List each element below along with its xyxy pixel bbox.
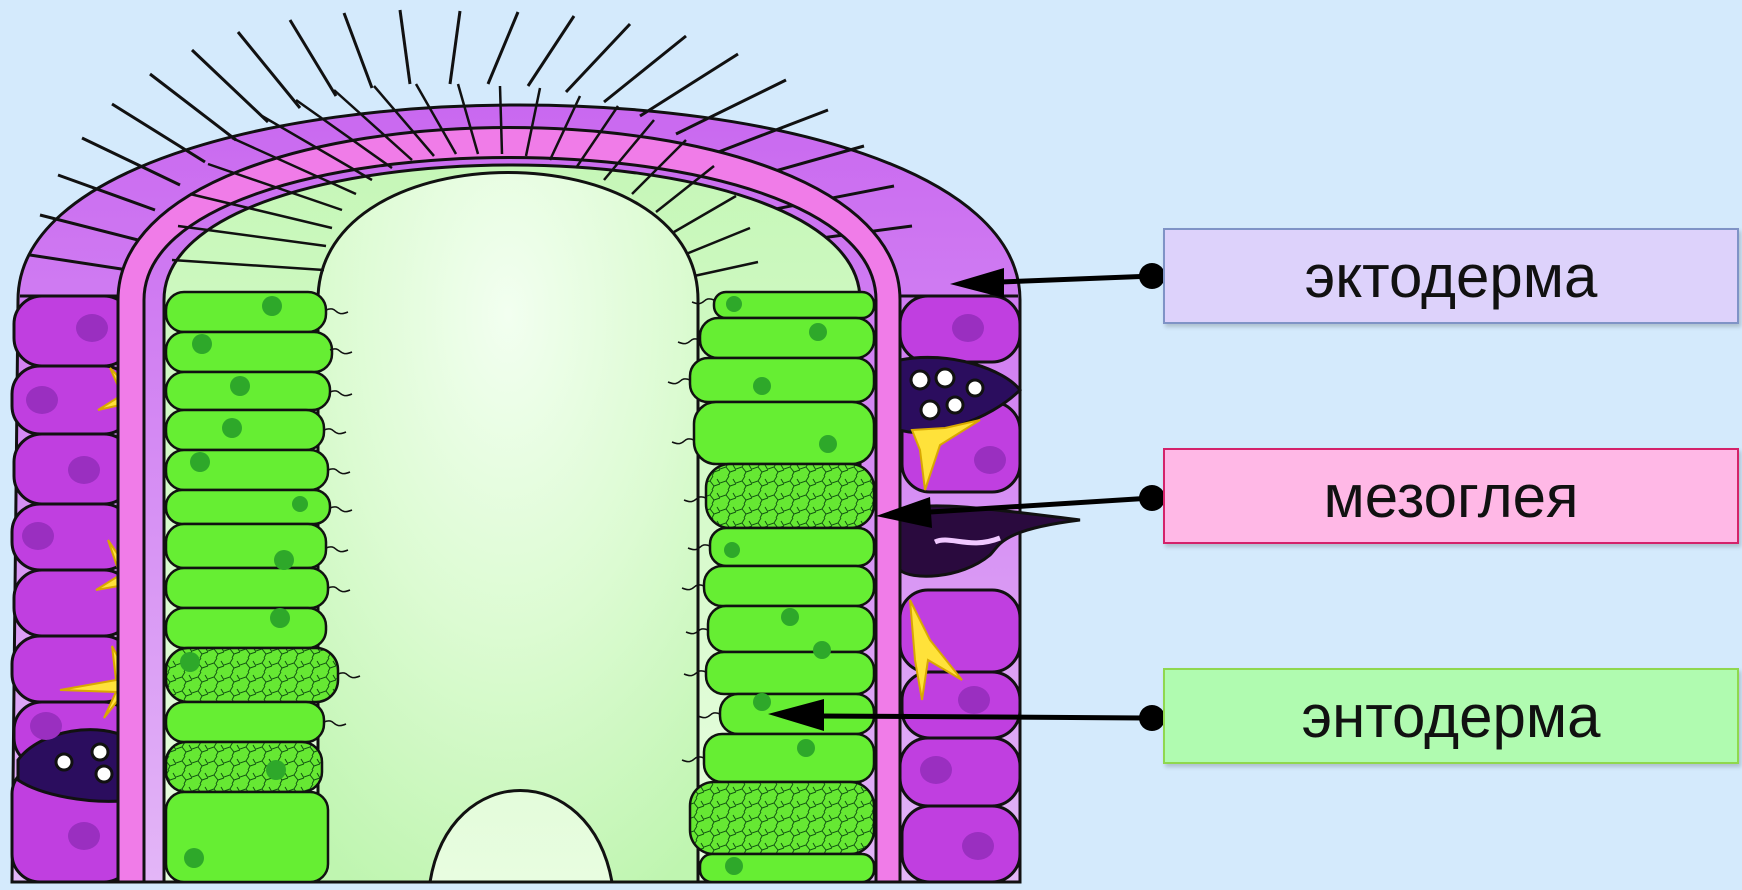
endoderm-label-box: энтодерма bbox=[1163, 668, 1739, 764]
endoderm-label: энтодерма bbox=[1302, 682, 1601, 751]
ectoderm-label: эктодерма bbox=[1305, 242, 1598, 311]
mesoglea-label: мезоглея bbox=[1324, 462, 1579, 531]
mesoglea-label-box: мезоглея bbox=[1163, 448, 1739, 544]
endoderm-layer bbox=[164, 84, 874, 882]
ectoderm-label-box: эктодерма bbox=[1163, 228, 1739, 324]
cnidoblast-nucleus bbox=[911, 371, 929, 389]
